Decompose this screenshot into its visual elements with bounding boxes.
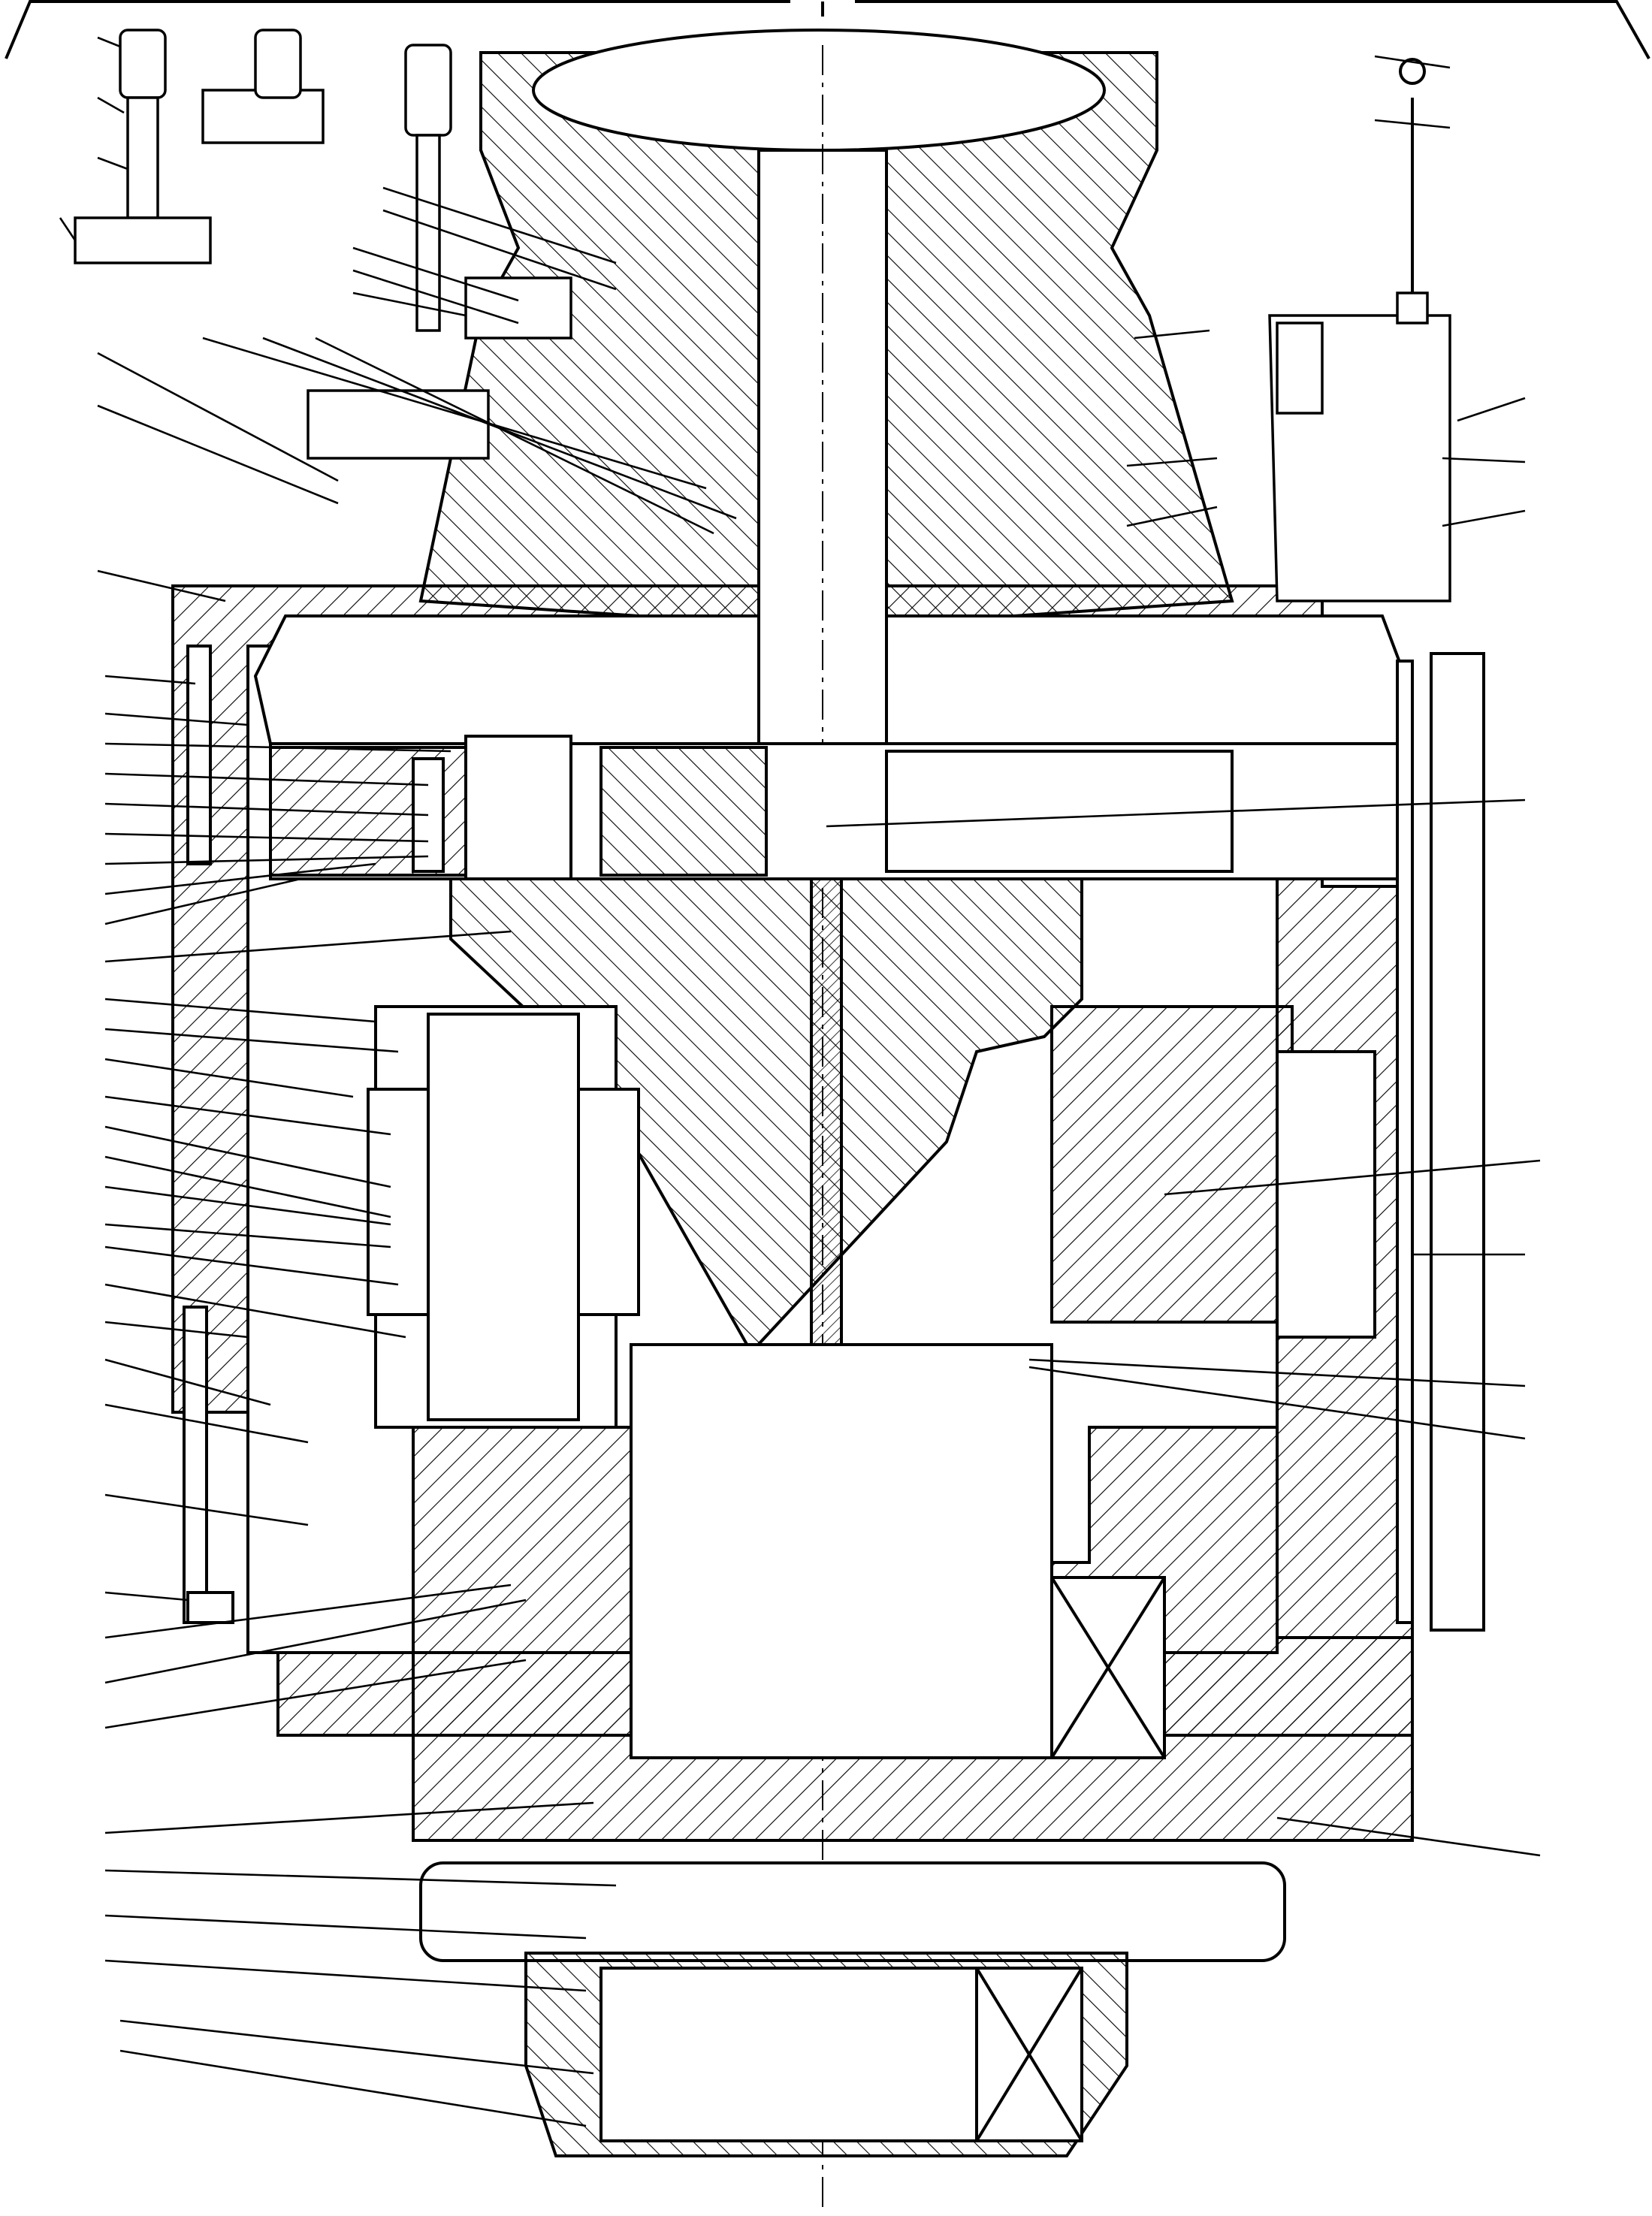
- pipe-fittings: [74, 29, 572, 460]
- right-support-rod: [1396, 58, 1485, 1632]
- frame-border: [5, 0, 1650, 59]
- lower-planet-bearings: [367, 1013, 1376, 1421]
- leader-lines-right: [826, 55, 1541, 1857]
- leader-lines-top: [97, 186, 737, 535]
- output-disk: [419, 1861, 1286, 2157]
- upper-planet-stage: [269, 735, 1399, 880]
- leader-lines-left: [59, 36, 617, 2127]
- left-stud: [183, 645, 234, 1624]
- inset-detail: [1268, 291, 1451, 602]
- output-housing: [412, 1343, 1414, 1842]
